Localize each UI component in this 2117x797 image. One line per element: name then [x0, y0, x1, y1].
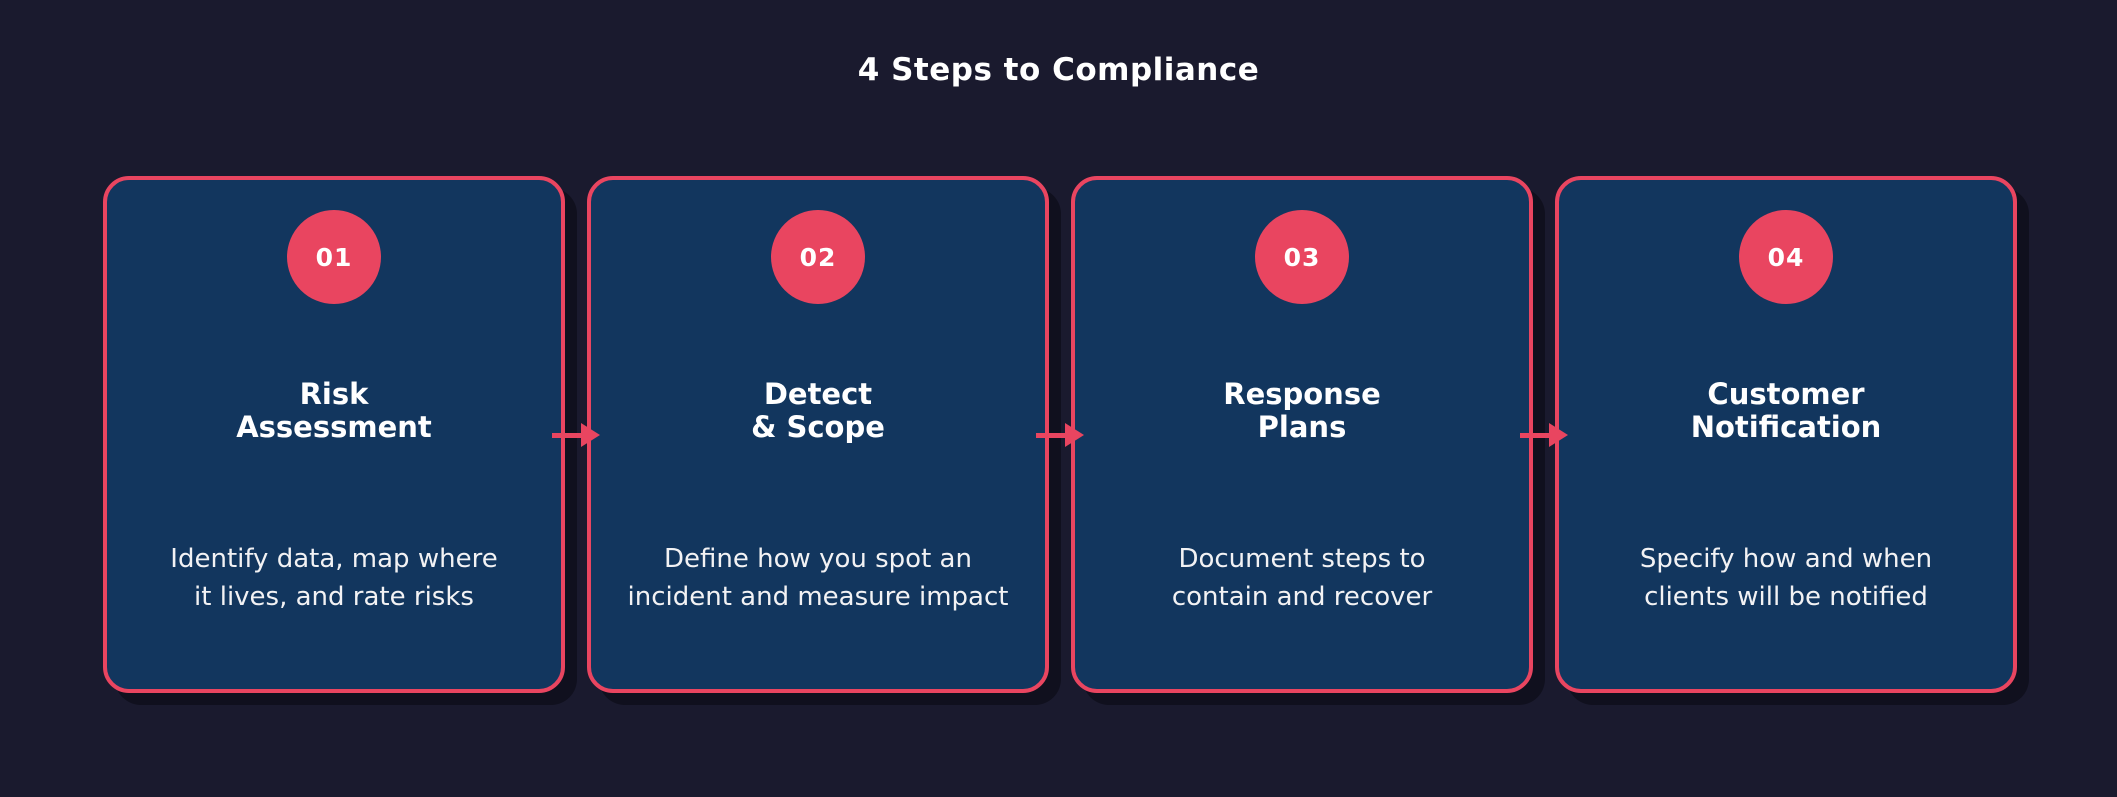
steps-row: 01 Risk Assessment Identify data, map wh…: [103, 176, 2017, 693]
step-description: Define how you spot an incident and meas…: [627, 544, 1009, 612]
step-number-badge: 02: [771, 210, 865, 304]
arrow-head: [581, 423, 600, 447]
step-description: Identify data, map where it lives, and r…: [170, 544, 498, 612]
arrow-right-icon: [1036, 423, 1084, 447]
step-card-4: 04 Customer Notification Specify how and…: [1555, 176, 2017, 693]
step-number-badge: 01: [287, 210, 381, 304]
page-title: 4 Steps to Compliance: [857, 52, 1260, 88]
step-number-badge: 04: [1739, 210, 1833, 304]
step-card-1: 01 Risk Assessment Identify data, map wh…: [103, 176, 565, 693]
arrow-head: [1065, 423, 1084, 447]
arrow-right-icon: [552, 423, 600, 447]
step-title: Risk Assessment: [236, 377, 432, 444]
arrow-shaft: [1036, 432, 1067, 438]
step-card-3: 03 Response Plans Document steps to cont…: [1071, 176, 1533, 693]
step-card-2: 02 Detect & Scope Define how you spot an…: [587, 176, 1049, 693]
step-title: Customer Notification: [1690, 377, 1882, 444]
step-description: Document steps to contain and recover: [1171, 544, 1433, 612]
arrow-right-icon: [1520, 423, 1568, 447]
arrow-head: [1549, 423, 1568, 447]
arrow-shaft: [1520, 432, 1551, 438]
step-title: Detect & Scope: [751, 377, 885, 444]
step-description: Specify how and when clients will be not…: [1639, 544, 1933, 612]
step-title: Response Plans: [1223, 377, 1381, 444]
arrow-shaft: [552, 432, 583, 438]
step-number-badge: 03: [1255, 210, 1349, 304]
